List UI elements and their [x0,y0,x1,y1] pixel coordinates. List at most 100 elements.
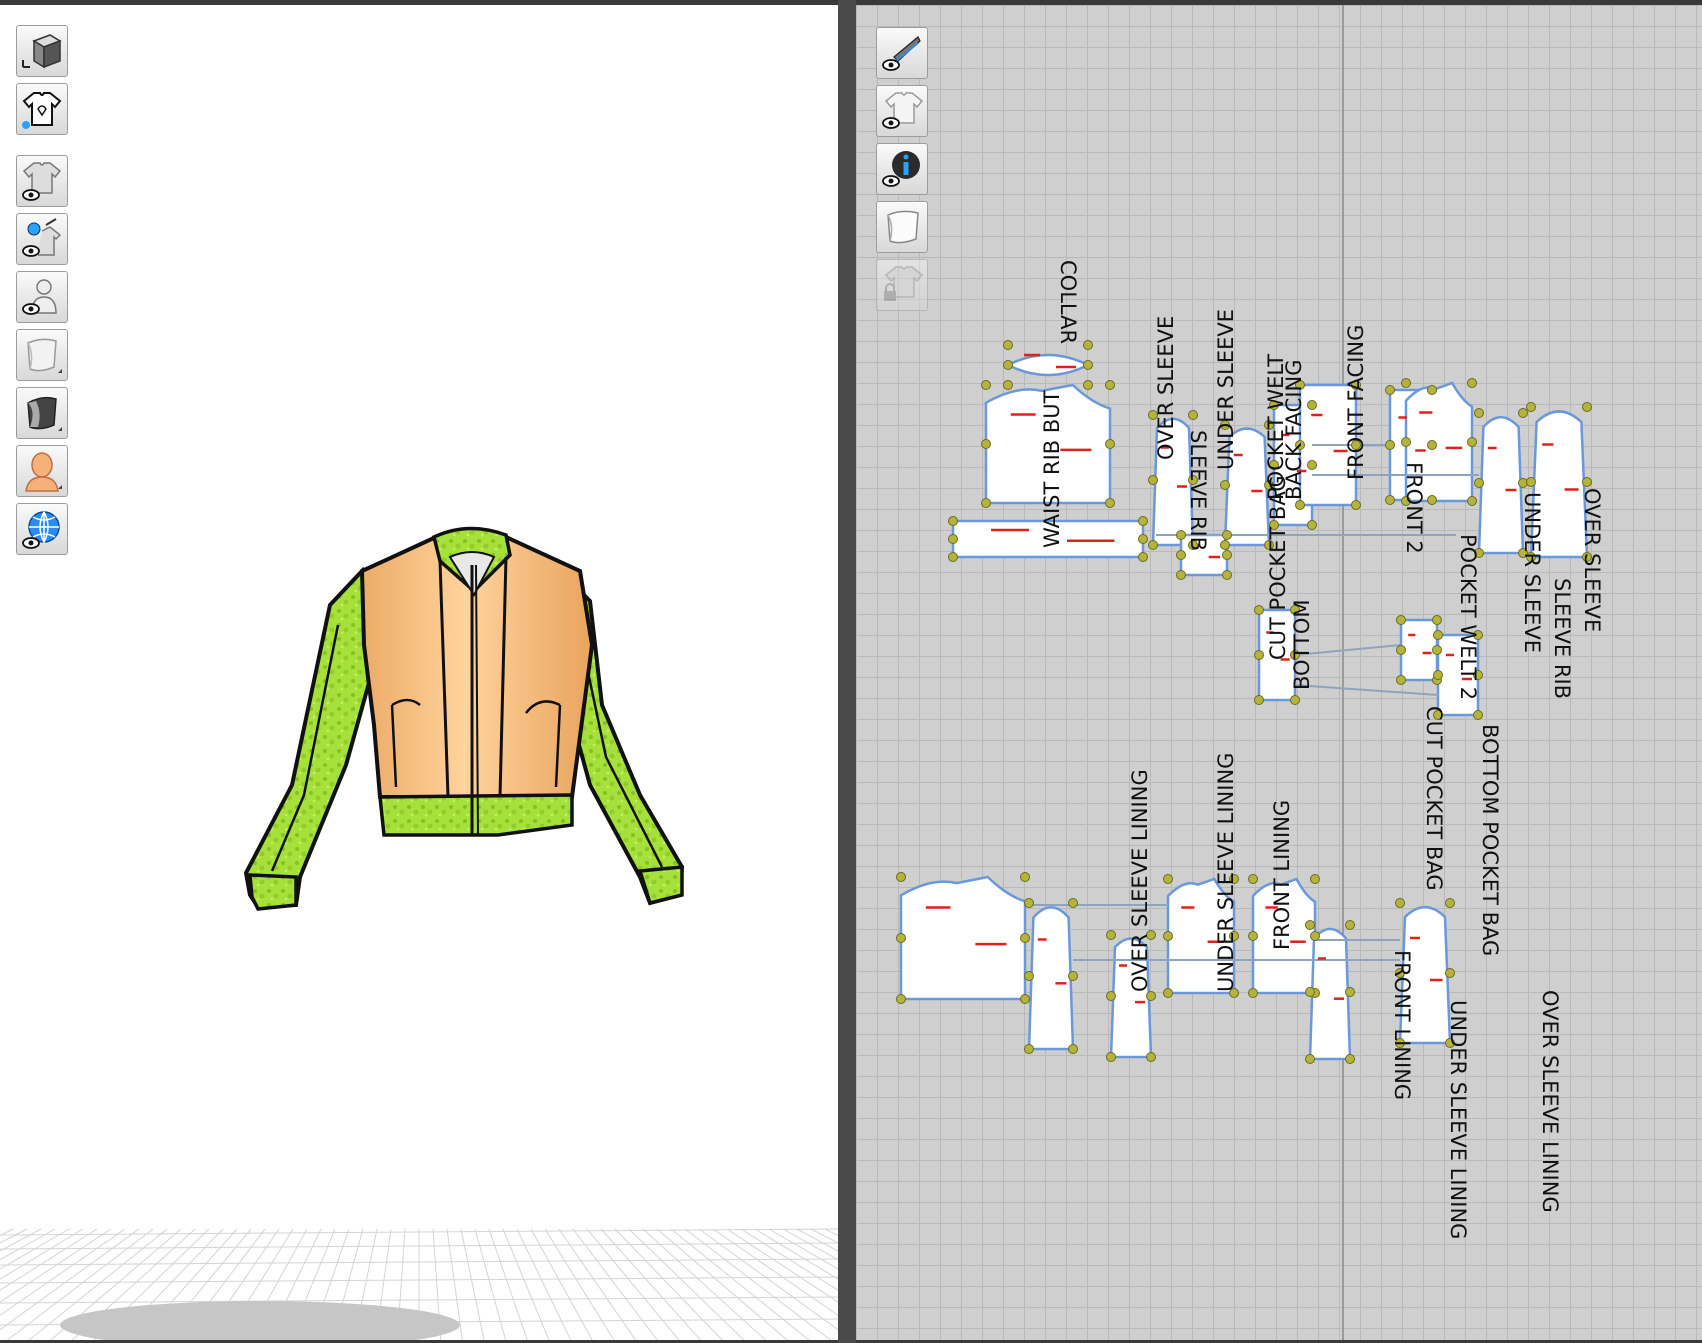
pattern-piece[interactable] [1005,353,1091,377]
pattern-point[interactable] [1269,460,1279,470]
pattern-point[interactable] [1395,898,1405,908]
pattern-point[interactable] [981,380,991,390]
pattern-point[interactable] [1176,550,1186,560]
pattern-point[interactable] [1264,480,1274,490]
pattern-point[interactable] [1083,380,1093,390]
seam-line[interactable] [1294,644,1402,656]
pattern-piece[interactable] [1027,906,1075,1051]
pattern-point[interactable] [1188,410,1198,420]
pattern-point[interactable] [1024,1044,1034,1054]
pattern-point[interactable] [1105,439,1115,449]
pattern-point[interactable] [1003,380,1013,390]
pattern-piece[interactable] [1109,937,1153,1059]
pattern-point[interactable] [1003,360,1013,370]
pattern-point[interactable] [1445,1038,1455,1048]
pattern-point[interactable] [1220,540,1230,550]
3d-viewport[interactable] [0,5,838,1340]
pattern-point[interactable] [1310,874,1320,884]
pattern-point[interactable] [1427,385,1437,395]
pattern-point[interactable] [1307,400,1317,410]
pattern-piece[interactable] [1529,410,1589,559]
pattern-point[interactable] [1068,1044,1078,1054]
pattern-point[interactable] [1582,552,1592,562]
pattern-pieces[interactable] [856,5,1702,1340]
pattern-point[interactable] [1269,520,1279,530]
pattern-piece[interactable] [1398,905,1452,1045]
pattern-point[interactable] [1248,931,1258,941]
pattern-point[interactable] [1106,991,1116,1001]
pattern-point[interactable] [1345,987,1355,997]
show-pattern-info-button[interactable] [876,143,928,195]
pattern-point[interactable] [1254,650,1264,660]
pattern-point[interactable] [1385,440,1395,450]
pattern-point[interactable] [1188,540,1198,550]
pattern-point[interactable] [1401,437,1411,447]
pattern-point[interactable] [1105,380,1115,390]
pattern-point[interactable] [1229,988,1239,998]
pattern-point[interactable] [1582,402,1592,412]
pattern-point[interactable] [1305,1054,1315,1064]
pattern-point[interactable] [1220,480,1230,490]
pattern-point[interactable] [896,994,906,1004]
pattern-point[interactable] [1427,495,1437,505]
pattern-point[interactable] [1222,550,1232,560]
pattern-point[interactable] [1473,710,1483,720]
pattern-point[interactable] [1254,605,1264,615]
pattern-point[interactable] [1163,874,1173,884]
2d-pattern-viewport[interactable]: COLLAR WAIST RIB BUT OVER SLEEVE UNDER S… [856,5,1702,1340]
pattern-point[interactable] [1467,496,1477,506]
pattern-point[interactable] [1518,408,1528,418]
pattern-piece[interactable] [899,875,1027,1001]
show-trims-button[interactable] [16,213,68,265]
show-garment-button[interactable] [16,155,68,207]
pattern-point[interactable] [1222,530,1232,540]
pattern-point[interactable] [948,552,958,562]
pattern-point[interactable] [1474,548,1484,558]
pattern-point[interactable] [1518,548,1528,558]
pattern-point[interactable] [1473,630,1483,640]
pattern-point[interactable] [1229,874,1239,884]
avatar-render-button[interactable] [16,445,68,497]
pattern-point[interactable] [1295,440,1305,450]
seam-line[interactable] [1294,684,1439,696]
pattern-point[interactable] [1269,400,1279,410]
pattern-point[interactable] [1433,710,1443,720]
pattern-point[interactable] [1148,475,1158,485]
pattern-point[interactable] [1467,378,1477,388]
environment-button[interactable] [16,503,68,555]
pattern-piece[interactable] [1399,618,1439,682]
pattern-point[interactable] [1432,615,1442,625]
pattern-point[interactable] [1176,530,1186,540]
pattern-point[interactable] [1176,570,1186,580]
pattern-point[interactable] [1307,460,1317,470]
pattern-point[interactable] [896,872,906,882]
pattern-point[interactable] [1220,420,1230,430]
pattern-point[interactable] [1264,420,1274,430]
pattern-point[interactable] [1254,695,1264,705]
pattern-point[interactable] [1295,500,1305,510]
pattern-point[interactable] [1083,360,1093,370]
pattern-point[interactable] [1248,988,1258,998]
pattern-point[interactable] [1020,994,1030,1004]
pattern-point[interactable] [1427,440,1437,450]
pattern-point[interactable] [1395,968,1405,978]
pattern-point[interactable] [1083,340,1093,350]
pattern-point[interactable] [1473,670,1483,680]
pattern-point[interactable] [1163,931,1173,941]
pattern-point[interactable] [1467,437,1477,447]
pattern-point[interactable] [1345,1054,1355,1064]
pattern-point[interactable] [1310,931,1320,941]
pattern-point[interactable] [1474,478,1484,488]
pattern-point[interactable] [1290,605,1300,615]
pattern-point[interactable] [1003,340,1013,350]
3d-view-mode-button[interactable] [16,25,68,77]
pattern-point[interactable] [1433,630,1443,640]
pattern-point[interactable] [1433,670,1443,680]
pattern-point[interactable] [1305,987,1315,997]
lock-pattern-button[interactable] [876,259,928,311]
pattern-point[interactable] [1401,378,1411,388]
pattern-point[interactable] [1146,991,1156,1001]
pattern-piece[interactable] [1151,417,1195,547]
pattern-point[interactable] [1395,1038,1405,1048]
pattern-point[interactable] [1264,540,1274,550]
